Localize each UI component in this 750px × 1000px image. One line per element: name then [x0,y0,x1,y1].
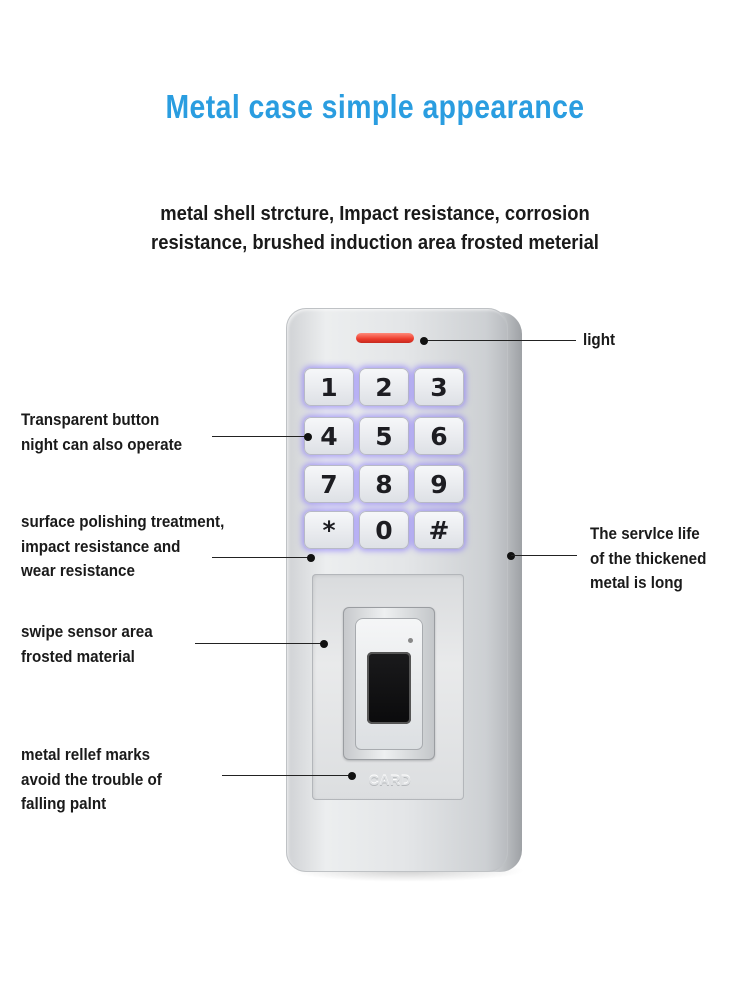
callout-swipe-sensor: swipe sensor area frosted material [21,620,153,669]
key-0[interactable]: 0 [359,511,409,549]
key-4[interactable]: 4 [304,417,354,455]
callout-line: wear resistance [21,562,135,580]
callout-relief-marks: metal rellef marks avoid the trouble of … [21,743,162,817]
subtitle: metal shell strcture, Impact resistance,… [85,200,665,258]
indicator-light [356,333,414,343]
key-label: 3 [430,372,448,402]
key-label: 1 [320,372,338,402]
page-title: Metal case simple appearance [165,88,585,125]
key-label: 0 [375,515,393,545]
key-label: 2 [375,372,393,402]
card-relief-label: CARD [368,772,412,788]
callout-surface-polishing: surface polishing treatment, impact resi… [21,510,224,584]
surface-polishing-leader-dot [307,554,315,562]
callout-transparent-button: Transparent button night can also operat… [21,408,182,457]
callout-line: surface polishing treatment, [21,513,225,531]
callout-service-life: The servlce life of the thickened metal … [590,522,706,596]
key-label: 6 [430,421,448,451]
callout-line: Transparent button [21,411,160,429]
subtitle-line: resistance, brushed induction area frost… [151,232,599,254]
callout-line: The servlce life [590,525,700,543]
transparent-button-leader-line [212,436,306,437]
swipe-sensor-leader-dot [320,640,328,648]
callout-line: night can also operate [21,435,183,454]
service-life-leader-line [511,555,577,556]
sensor-led [408,638,413,643]
light-leader-dot [420,337,428,345]
surface-polishing-leader-line [212,557,310,558]
key-2[interactable]: 2 [359,368,409,406]
callout-light: light [583,328,615,353]
key-star[interactable]: * [304,511,354,549]
key-label: 4 [320,421,338,451]
transparent-button-leader-dot [304,433,312,441]
callout-line: falling palnt [21,795,107,813]
key-7[interactable]: 7 [304,465,354,503]
key-label: 9 [430,469,448,499]
relief-marks-leader-line [222,775,350,776]
key-label: 7 [320,469,338,499]
callout-line: avoid the trouble of [21,770,162,789]
callout-line: metal is long [590,574,683,592]
key-label: * [322,515,336,545]
key-6[interactable]: 6 [414,417,464,455]
callout-line: metal rellef marks [21,746,151,764]
fingerprint-sensor-window[interactable] [367,652,411,724]
key-1[interactable]: 1 [304,368,354,406]
key-label: 8 [375,469,393,499]
key-5[interactable]: 5 [359,417,409,455]
swipe-sensor-leader-line [195,643,323,644]
service-life-leader-dot [507,552,515,560]
callout-line: swipe sensor area [21,623,153,641]
key-9[interactable]: 9 [414,465,464,503]
callout-line: of the thickened [590,549,707,568]
light-leader-line [424,340,576,341]
key-8[interactable]: 8 [359,465,409,503]
callout-line: frosted material [21,647,135,666]
key-label: 5 [375,421,393,451]
callout-line: light [583,331,616,349]
relief-marks-leader-dot [348,772,356,780]
key-label: # [428,515,450,545]
subtitle-line: metal shell strcture, Impact resistance,… [160,203,590,225]
callout-line: impact resistance and [21,537,181,556]
key-hash[interactable]: # [414,511,464,549]
key-3[interactable]: 3 [414,368,464,406]
